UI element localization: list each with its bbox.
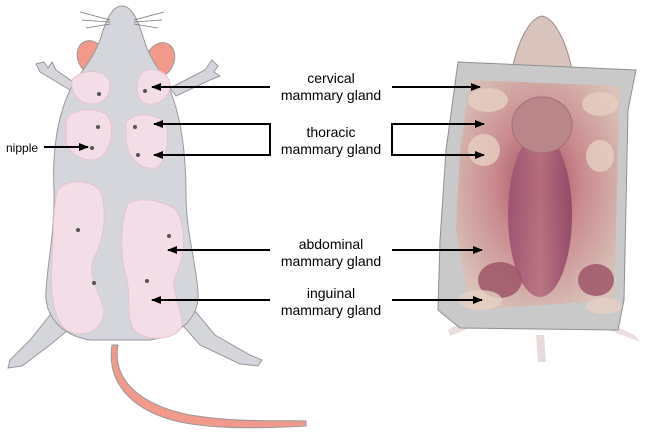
label-thoracic-line1: thoracic	[306, 124, 356, 140]
dissection-photo	[437, 15, 640, 362]
label-abdominal: abdominal mammary gland	[271, 236, 391, 270]
label-thoracic-line2: mammary gland	[280, 141, 382, 157]
pointer-arrows	[44, 83, 485, 304]
mouse-tail	[110, 344, 307, 429]
label-cervical-line2: mammary gland	[280, 87, 382, 103]
nipple-dot	[167, 234, 171, 238]
specimen-ribcage	[511, 96, 573, 154]
specimen-head	[511, 15, 573, 71]
label-abdominal-line1: abdominal	[298, 236, 364, 252]
nipple-dot	[97, 92, 101, 96]
specimen-belly	[508, 133, 572, 297]
mouse-illustration	[7, 5, 307, 429]
specimen-hindleg-right	[578, 264, 614, 296]
nipple-dot	[143, 89, 147, 93]
gland-cervical-left	[71, 71, 111, 105]
label-abdominal-line2: mammary gland	[280, 253, 382, 269]
specimen-hindleg-left	[478, 262, 522, 298]
nipple-dot	[90, 146, 94, 150]
nipple-dot	[76, 228, 80, 232]
specimen-fatpads	[458, 88, 622, 314]
label-thoracic: thoracic mammary gland	[271, 124, 391, 158]
gland-left-lower	[50, 181, 105, 335]
nipple-dot	[96, 125, 100, 129]
mouse-paw-front-left	[35, 61, 77, 91]
label-nipple: nipple	[6, 141, 39, 155]
gland-thoracic-left	[65, 109, 113, 161]
mouse-whiskers	[79, 11, 165, 29]
label-cervical-line1: cervical	[307, 70, 355, 86]
label-inguinal: inguinal mammary gland	[271, 285, 391, 319]
nipple-dot	[145, 279, 149, 283]
gland-right-lower	[121, 199, 184, 339]
specimen-tail	[536, 335, 546, 362]
label-inguinal-line2: mammary gland	[280, 302, 382, 318]
nipple-dot	[133, 125, 137, 129]
nipple-dot	[92, 281, 96, 285]
nipple-dots	[76, 89, 171, 285]
mouse-leg-hind-right	[177, 304, 263, 367]
label-cervical: cervical mammary gland	[271, 70, 391, 104]
label-inguinal-line1: inguinal	[306, 285, 356, 301]
mouse-paw-front-right	[169, 59, 222, 97]
nipple-dot	[136, 153, 140, 157]
